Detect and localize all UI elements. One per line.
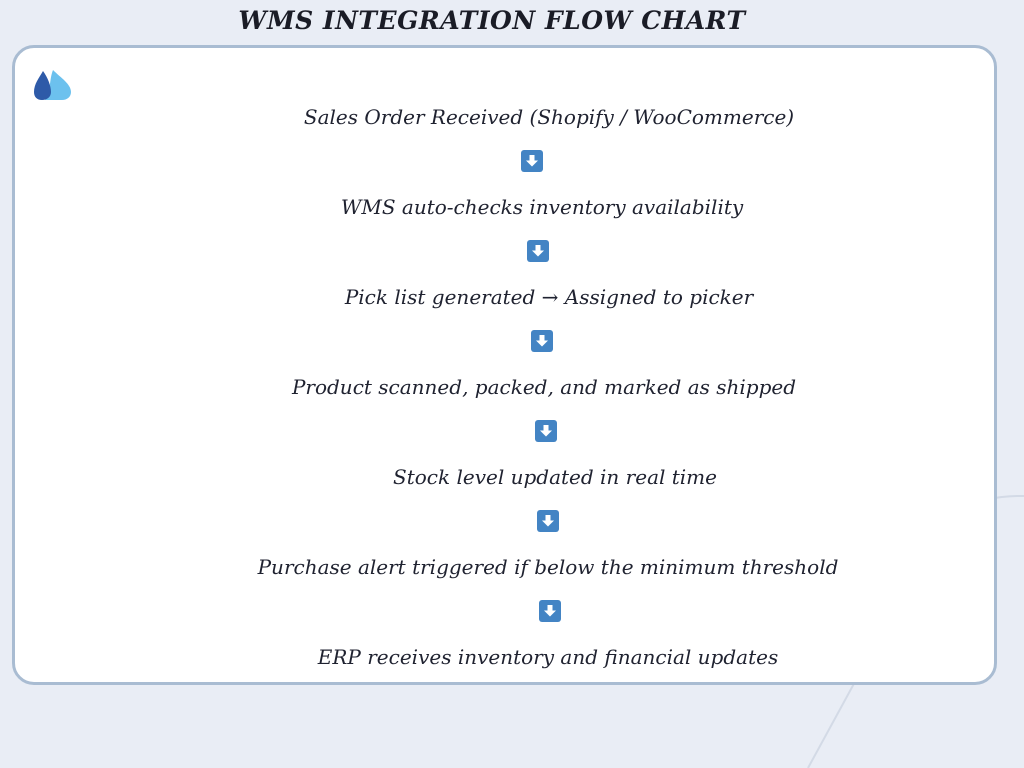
page-title: WMS INTEGRATION FLOW CHART — [238, 6, 746, 35]
flow-step-sales-order: Sales Order Received (Shopify / WooComme… — [303, 105, 795, 129]
flow-step-purchase-alert: Purchase alert triggered if below the mi… — [257, 555, 839, 579]
flow-step-stock-update: Stock level updated in real time — [393, 465, 717, 489]
flow-step-inventory-check: WMS auto-checks inventory availability — [340, 195, 744, 219]
arrow-down-icon — [527, 240, 549, 262]
flow-step-pick-list: Pick list generated → Assigned to picker — [344, 285, 754, 309]
arrow-down-icon — [531, 330, 553, 352]
arrow-down-icon — [539, 600, 561, 622]
arrow-down-icon — [535, 420, 557, 442]
arrow-down-icon — [521, 150, 543, 172]
flow-step-pack-ship: Product scanned, packed, and marked as s… — [291, 375, 797, 399]
flow-step-erp-update: ERP receives inventory and financial upd… — [317, 645, 779, 669]
arrow-down-icon — [537, 510, 559, 532]
brand-logo-icon — [34, 70, 71, 100]
flow-chart-card: Sales Order Received (Shopify / WooComme… — [12, 45, 997, 685]
